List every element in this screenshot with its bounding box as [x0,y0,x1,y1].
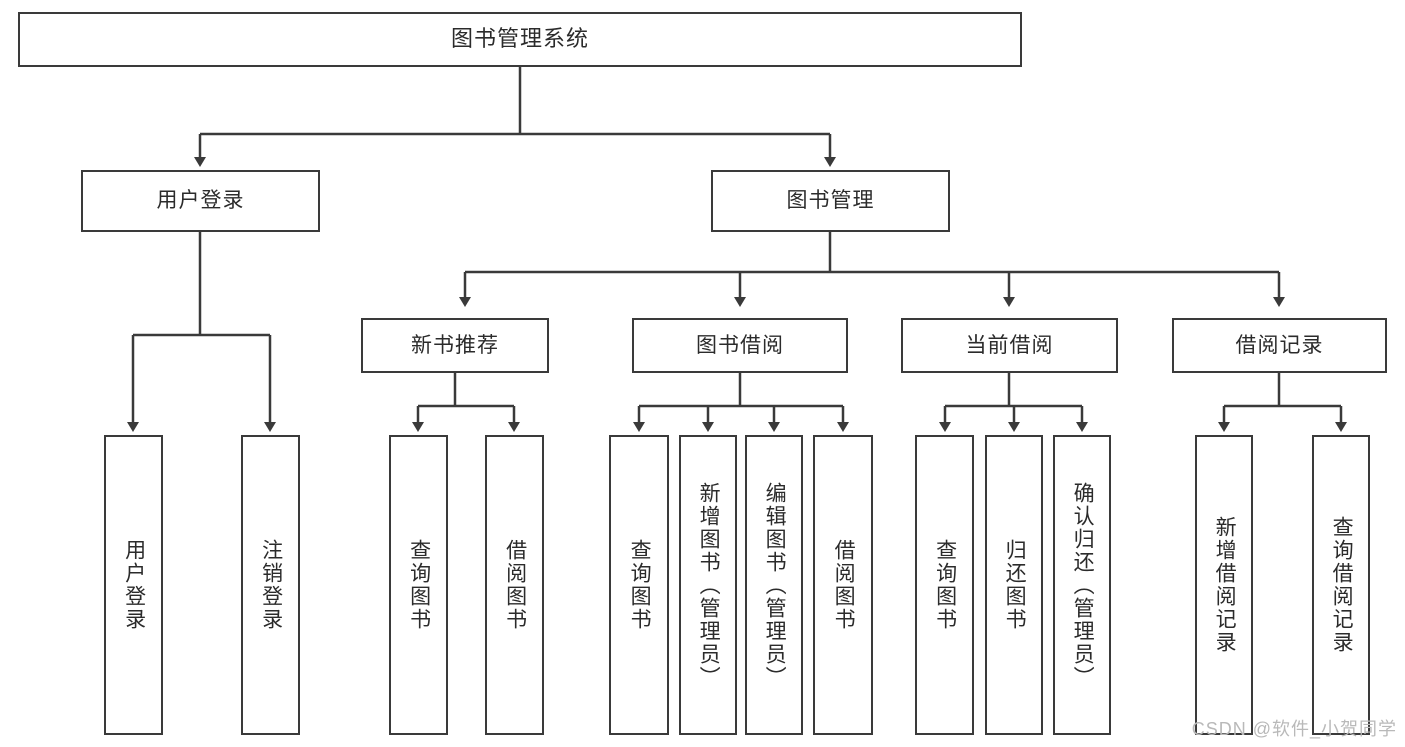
leaf-current-confirm-return-admin[interactable]: 确认归还（管理员） [1053,435,1111,735]
node-label: 新增图书（管理员） [697,481,721,689]
leaf-borrow-borrow-book[interactable]: 借阅图书 [813,435,873,735]
node-label: 用户登录 [156,189,245,213]
leaf-borrow-edit-book-admin[interactable]: 编辑图书（管理员） [745,435,803,735]
leaf-records-add-record[interactable]: 新增借阅记录 [1195,435,1253,735]
node-book-management[interactable]: 图书管理 [711,170,950,232]
node-label: 图书借阅 [696,333,784,357]
leaf-new-book-borrow[interactable]: 借阅图书 [485,435,544,735]
node-root[interactable]: 图书管理系统 [18,12,1022,67]
leaf-new-book-query[interactable]: 查询图书 [389,435,448,735]
leaf-user-login-login[interactable]: 用户登录 [104,435,163,735]
node-borrow-records[interactable]: 借阅记录 [1172,318,1387,373]
watermark: CSDN @软件_小贺同学 [1191,719,1397,739]
leaf-current-query-book[interactable]: 查询图书 [915,435,974,735]
leaf-borrow-query-book[interactable]: 查询图书 [609,435,669,735]
node-label: 借阅图书 [503,539,527,631]
node-label: 当前借阅 [965,333,1054,357]
node-label: 用户登录 [122,539,146,631]
node-label: 注销登录 [259,539,283,631]
node-book-borrow[interactable]: 图书借阅 [632,318,848,373]
node-label: 查询图书 [628,539,652,631]
node-label: 新增借阅记录 [1213,516,1237,654]
node-user-login[interactable]: 用户登录 [81,170,320,232]
leaf-current-return-book[interactable]: 归还图书 [985,435,1043,735]
node-current-borrow[interactable]: 当前借阅 [901,318,1118,373]
node-label: 查询图书 [407,539,431,631]
leaf-borrow-add-book-admin[interactable]: 新增图书（管理员） [679,435,737,735]
leaf-user-login-logout[interactable]: 注销登录 [241,435,300,735]
node-label: 查询借阅记录 [1330,516,1354,654]
node-label: 借阅记录 [1235,333,1324,357]
node-label: 查询图书 [933,539,957,631]
node-label: 图书管理系统 [450,26,589,52]
node-label: 借阅图书 [832,539,856,631]
node-label: 归还图书 [1003,539,1027,631]
node-new-book-recommend[interactable]: 新书推荐 [361,318,549,373]
leaf-records-query-record[interactable]: 查询借阅记录 [1312,435,1370,735]
node-label: 图书管理 [786,189,875,213]
node-label: 编辑图书（管理员） [763,481,787,689]
node-label: 新书推荐 [411,333,499,357]
node-label: 确认归还（管理员） [1071,481,1095,689]
